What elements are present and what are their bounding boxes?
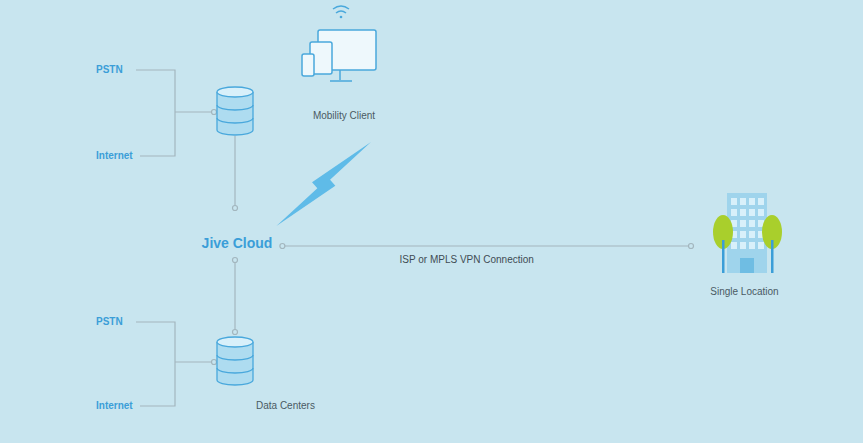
network-label: Internet	[96, 400, 133, 412]
icon-label: Single Location	[710, 286, 778, 298]
network-label: PSTN	[96, 64, 123, 76]
bracket	[136, 322, 217, 406]
connector	[233, 258, 238, 335]
connector	[280, 244, 694, 249]
network-label: Internet	[96, 150, 133, 162]
icon-label: Mobility Client	[313, 110, 375, 122]
location-node: Single Location	[697, 188, 792, 300]
building-icon	[713, 193, 782, 273]
icon-label: Data Centers	[256, 400, 315, 412]
bracket	[136, 70, 217, 156]
database-icon	[217, 337, 253, 385]
cloud-node: Jive Cloud	[198, 232, 277, 254]
connection-label: ISP or MPLS VPN Connection	[397, 254, 537, 266]
cloud-label: Jive Cloud	[198, 232, 277, 254]
datacenter-node: Data Centers	[216, 334, 319, 414]
mobility-client-node: Mobility Client	[296, 30, 392, 122]
database-icon	[217, 87, 253, 135]
wire	[233, 136, 238, 211]
devices-icon	[302, 6, 376, 81]
network-label: PSTN	[96, 316, 123, 328]
connector	[276, 142, 371, 226]
